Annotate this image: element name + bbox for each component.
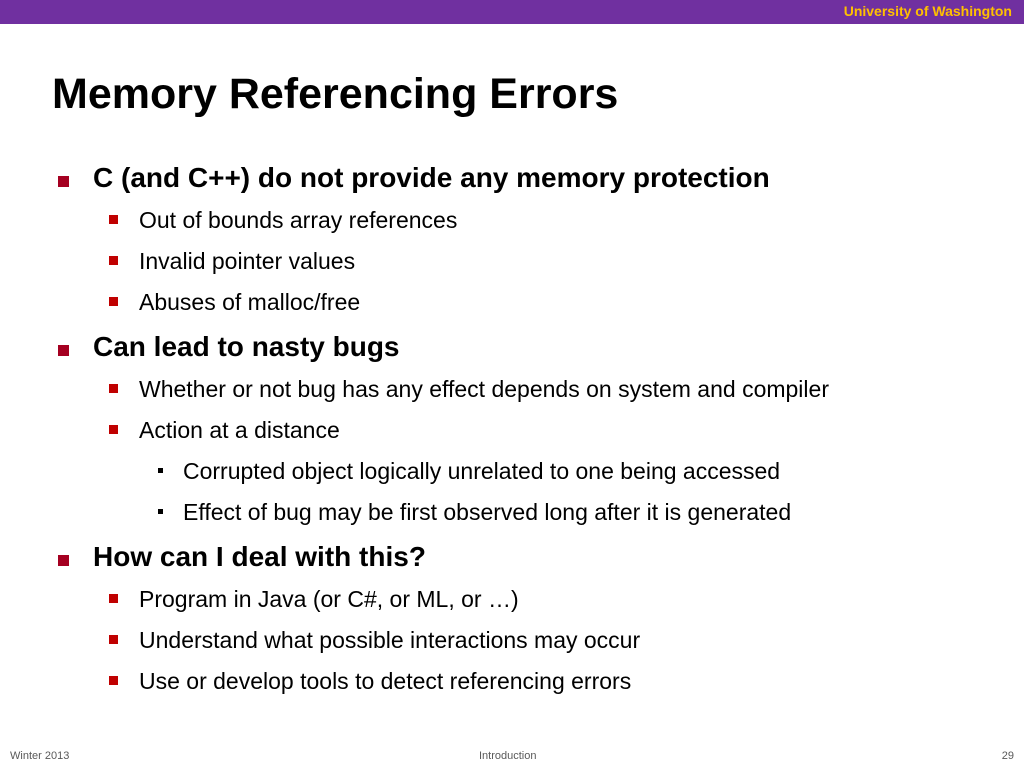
square-bullet-icon: [58, 345, 69, 356]
sub-bullet-item: Program in Java (or C#, or ML, or …): [0, 581, 1024, 622]
sub-bullet-item: Action at a distance: [0, 412, 1024, 453]
sub-sub-bullet-text: Corrupted object logically unrelated to …: [183, 458, 781, 484]
small-square-bullet-icon: [158, 509, 163, 514]
footer-section: Introduction: [479, 750, 537, 762]
small-square-bullet-icon: [158, 468, 163, 473]
sub-bullet-item: Out of bounds array references: [0, 202, 1024, 243]
square-bullet-icon: [109, 297, 118, 306]
sub-sub-bullet-text: Effect of bug may be first observed long…: [183, 499, 792, 525]
sub-bullet-text: Understand what possible interactions ma…: [139, 627, 641, 653]
bullet-text: Can lead to nasty bugs: [93, 331, 400, 362]
sub-bullet-item: Understand what possible interactions ma…: [0, 622, 1024, 663]
sub-bullet-text: Out of bounds array references: [139, 207, 458, 233]
sub-bullet-text: Abuses of malloc/free: [139, 289, 361, 315]
square-bullet-icon: [58, 555, 69, 566]
sub-bullet-text: Use or develop tools to detect referenci…: [139, 668, 632, 694]
sub-sub-bullet-item: Effect of bug may be first observed long…: [0, 494, 1024, 535]
sub-bullet-text: Program in Java (or C#, or ML, or …): [139, 586, 519, 612]
square-bullet-icon: [109, 676, 118, 685]
sub-bullet-item: Use or develop tools to detect referenci…: [0, 663, 1024, 704]
institution-name: University of Washington: [843, 3, 1012, 19]
sub-bullet-text: Action at a distance: [139, 417, 340, 443]
square-bullet-icon: [109, 594, 118, 603]
square-bullet-icon: [109, 425, 118, 434]
sub-bullet-item: Abuses of malloc/free: [0, 284, 1024, 325]
sub-bullet-text: Whether or not bug has any effect depend…: [139, 376, 829, 402]
square-bullet-icon: [109, 384, 118, 393]
sub-sub-bullet-item: Corrupted object logically unrelated to …: [0, 453, 1024, 494]
square-bullet-icon: [109, 635, 118, 644]
slide-title: Memory Referencing Errors: [52, 70, 619, 118]
bullet-item: C (and C++) do not provide any memory pr…: [0, 156, 1024, 202]
square-bullet-icon: [109, 256, 118, 265]
square-bullet-icon: [109, 215, 118, 224]
square-bullet-icon: [58, 176, 69, 187]
header-bar: University of Washington: [0, 0, 1024, 24]
sub-bullet-item: Invalid pointer values: [0, 243, 1024, 284]
sub-bullet-text: Invalid pointer values: [139, 248, 356, 274]
bullet-item: How can I deal with this?: [0, 535, 1024, 581]
bullet-text: C (and C++) do not provide any memory pr…: [93, 162, 770, 193]
bullet-list: C (and C++) do not provide any memory pr…: [0, 156, 1024, 704]
bullet-text: How can I deal with this?: [93, 541, 426, 572]
footer-term: Winter 2013: [10, 750, 70, 762]
bullet-item: Can lead to nasty bugs: [0, 325, 1024, 371]
slide-number: 29: [1001, 750, 1014, 762]
sub-bullet-item: Whether or not bug has any effect depend…: [0, 371, 1024, 412]
